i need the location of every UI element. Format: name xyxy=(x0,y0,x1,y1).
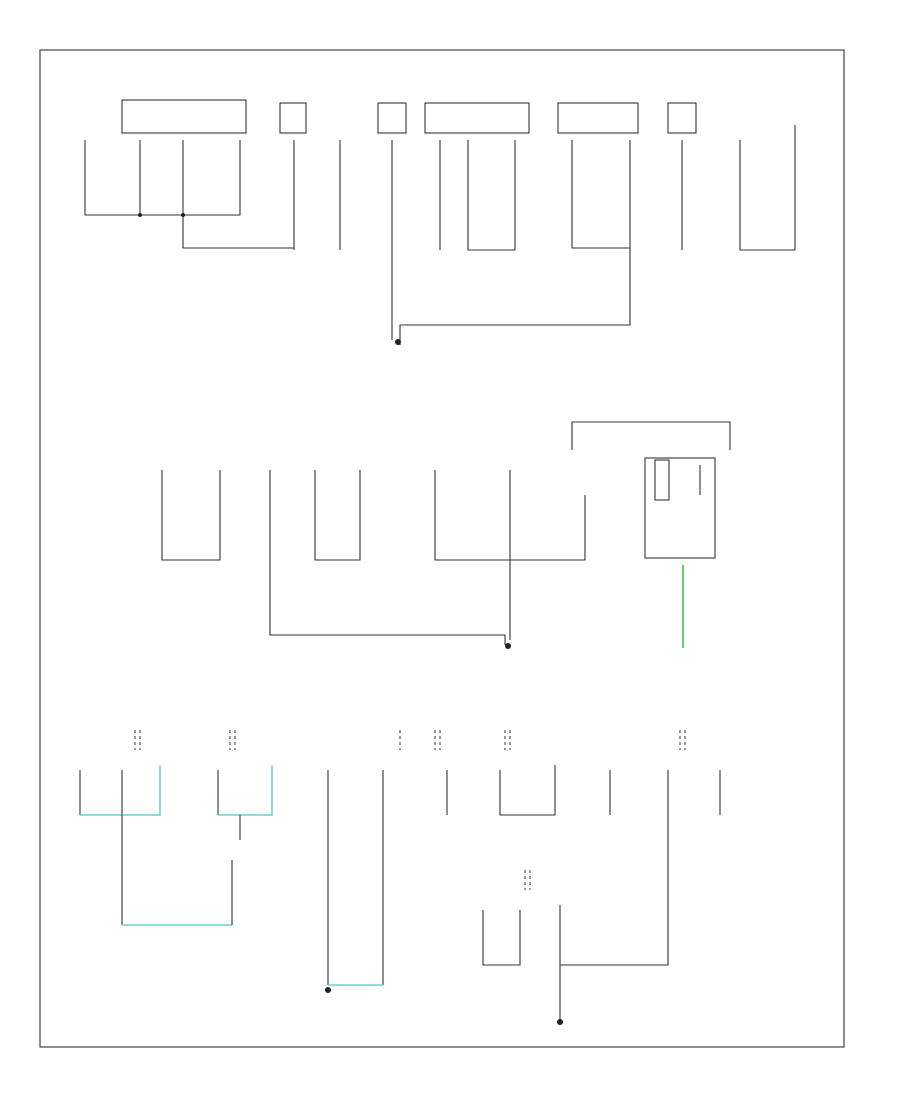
wire xyxy=(739,125,796,251)
wire xyxy=(499,765,556,816)
diagram-frame xyxy=(39,49,845,1048)
wire xyxy=(482,910,521,966)
wire xyxy=(269,470,506,645)
wire xyxy=(467,140,516,251)
ground-point xyxy=(557,1019,563,1025)
section-bottom xyxy=(79,730,721,1025)
wire xyxy=(161,470,221,561)
section-middle xyxy=(161,421,731,649)
splice-dot xyxy=(138,213,142,217)
wire xyxy=(571,421,731,450)
wire xyxy=(182,215,294,249)
ground-point xyxy=(325,987,331,993)
component-box xyxy=(557,102,639,134)
component-box xyxy=(377,102,407,134)
highlighted-wire xyxy=(122,765,161,816)
section-top xyxy=(84,99,796,345)
component-box xyxy=(654,459,670,501)
wire xyxy=(314,470,361,561)
component-box xyxy=(279,102,307,134)
wire xyxy=(560,770,669,966)
wire xyxy=(399,248,631,345)
ground-point xyxy=(395,339,401,345)
ground-point xyxy=(505,643,511,649)
splice-dot xyxy=(181,213,185,217)
component-box xyxy=(667,102,697,134)
component-box xyxy=(121,99,247,134)
wire xyxy=(571,140,631,249)
component-box xyxy=(424,102,530,134)
highlighted-wire xyxy=(218,765,273,816)
wire xyxy=(84,140,241,216)
